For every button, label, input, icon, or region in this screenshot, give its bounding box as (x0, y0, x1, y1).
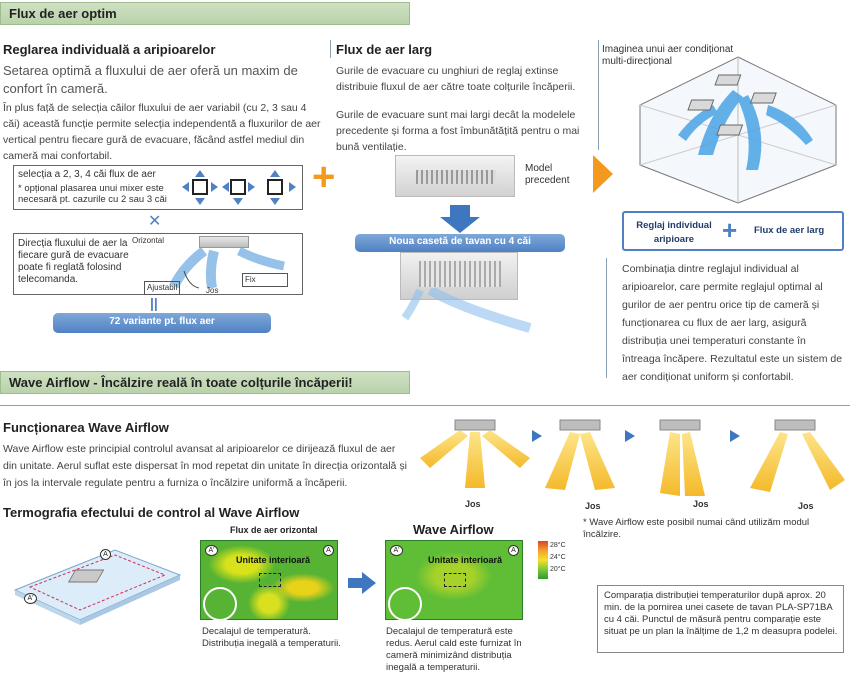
direction-box: Direcția fluxului de aer la fiecare gură… (13, 233, 303, 295)
right-body: Combinația dintre reglajul individual al… (622, 263, 843, 383)
map2-marker-a: A (508, 545, 519, 556)
combo-right: Flux de aer larg (754, 225, 825, 236)
compare-arrow-icon (348, 572, 376, 594)
new-cassette-image (400, 252, 518, 300)
temperature-scale (538, 541, 548, 579)
combo-left: Reglaj individual aripioare (636, 220, 712, 245)
equals-icon: || (150, 295, 158, 311)
jos-label-2: Jos (585, 501, 601, 511)
thermo-heading: Termografia efectului de control al Wave… (3, 505, 300, 520)
wave-heading: Funcționarea Wave Airflow (3, 420, 169, 435)
map2-unit-label: Unitate interioară (428, 555, 503, 565)
airflow-diagram (169, 246, 285, 289)
scale-20: 20°C (550, 566, 566, 573)
map1-highlight-circle (203, 587, 237, 621)
wide-airflow-icon (401, 288, 532, 333)
scale-24: 24°C (550, 554, 566, 561)
orange-arrow-icon (593, 155, 613, 193)
multi-directional-diagram (639, 56, 837, 204)
map1-unit-box (259, 573, 281, 587)
down-arrow-icon (440, 205, 480, 233)
wave-body: Wave Airflow este principial controlul a… (3, 443, 407, 489)
flow-selection-box: selecția a 2, 3, 4 căi flux de aer * opț… (13, 165, 303, 210)
combo-box: Reglaj individual aripioare + Flux de ae… (622, 211, 844, 251)
cross-icon: ✕ (148, 213, 162, 230)
thermo-map-horizontal: A' A Unitate interioară (200, 540, 338, 621)
thermo-map-wave: A' A Unitate interioară (385, 540, 523, 621)
map1-marker-a: A (323, 545, 334, 556)
scale-28: 28°C (550, 542, 566, 549)
box1-line1: selecția a 2, 3, 4 căi flux de aer (18, 169, 156, 180)
middle-p2: Gurile de evacuare sunt mai largi decât … (336, 109, 580, 153)
section-title-wave-airflow: Wave Airflow - Încălzire reală în toate … (0, 371, 410, 394)
left-heading: Reglarea individuală a aripioarelor (3, 42, 216, 57)
section-title-flux-optim: Flux de aer optim (0, 2, 410, 25)
map1-unit-label: Unitate interioară (236, 555, 311, 565)
left-lead: Setarea optimă a fluxului de aer oferă u… (3, 63, 298, 96)
map1-marker-a-prime: A' (205, 545, 218, 556)
map2-highlight-circle (388, 587, 422, 621)
previous-model-image (395, 155, 515, 197)
wave-note: * Wave Airflow este posibil numai când u… (583, 517, 810, 540)
variants-pill: 72 variante pt. flux aer (53, 313, 271, 333)
label-orizontal: Orizontal (132, 236, 165, 245)
direction-text: Direcția fluxului de aer la fiecare gură… (18, 238, 129, 285)
label-fix: Fix (242, 273, 288, 287)
plus-icon: + (312, 155, 336, 199)
thermo-caption-2: Decalajul de temperatură este redus. Aer… (386, 626, 522, 673)
thermo-title-1: Flux de aer orizontal (230, 525, 318, 535)
new-cassette-pill: Noua casetă de tavan cu 4 căi (355, 234, 565, 252)
left-body: În plus față de selecția căilor fluxului… (3, 102, 321, 162)
thermo-caption-1: Decalajul de temperatură. Distribuția in… (202, 626, 341, 649)
marker-a: A (100, 549, 111, 560)
label-ajustabil: Ajustabil (144, 281, 181, 295)
label-jos: Jos (206, 286, 219, 295)
jos-label-1: Jos (465, 499, 481, 509)
middle-p1: Gurile de evacuare cu unghiuri de reglaj… (336, 65, 576, 93)
map2-marker-a-prime: A' (390, 545, 403, 556)
comparison-box: Comparația distribuției temperaturilor d… (597, 585, 844, 653)
combo-plus-icon: + (722, 215, 738, 245)
middle-heading: Flux de aer larg (336, 42, 433, 57)
thermo-title-2: Wave Airflow (413, 522, 494, 537)
marker-a-prime: A' (24, 593, 37, 604)
previous-model-label: Model precedent (525, 163, 570, 186)
jos-label-4: Jos (798, 501, 814, 511)
wave-airflow-diagram (420, 419, 845, 496)
jos-label-3: Jos (693, 499, 709, 509)
map2-unit-box (444, 573, 466, 587)
right-caption: Imaginea unui aer condiționat multi-dire… (602, 44, 734, 67)
cassette-unit-icon (199, 236, 249, 248)
comparison-text: Comparația distribuției temperaturilor d… (604, 590, 838, 637)
room-3d-diagram (13, 549, 182, 625)
flow-selection-diagram (182, 170, 296, 205)
box1-line2: * opțional plasarea unui mixer este nece… (18, 183, 167, 205)
